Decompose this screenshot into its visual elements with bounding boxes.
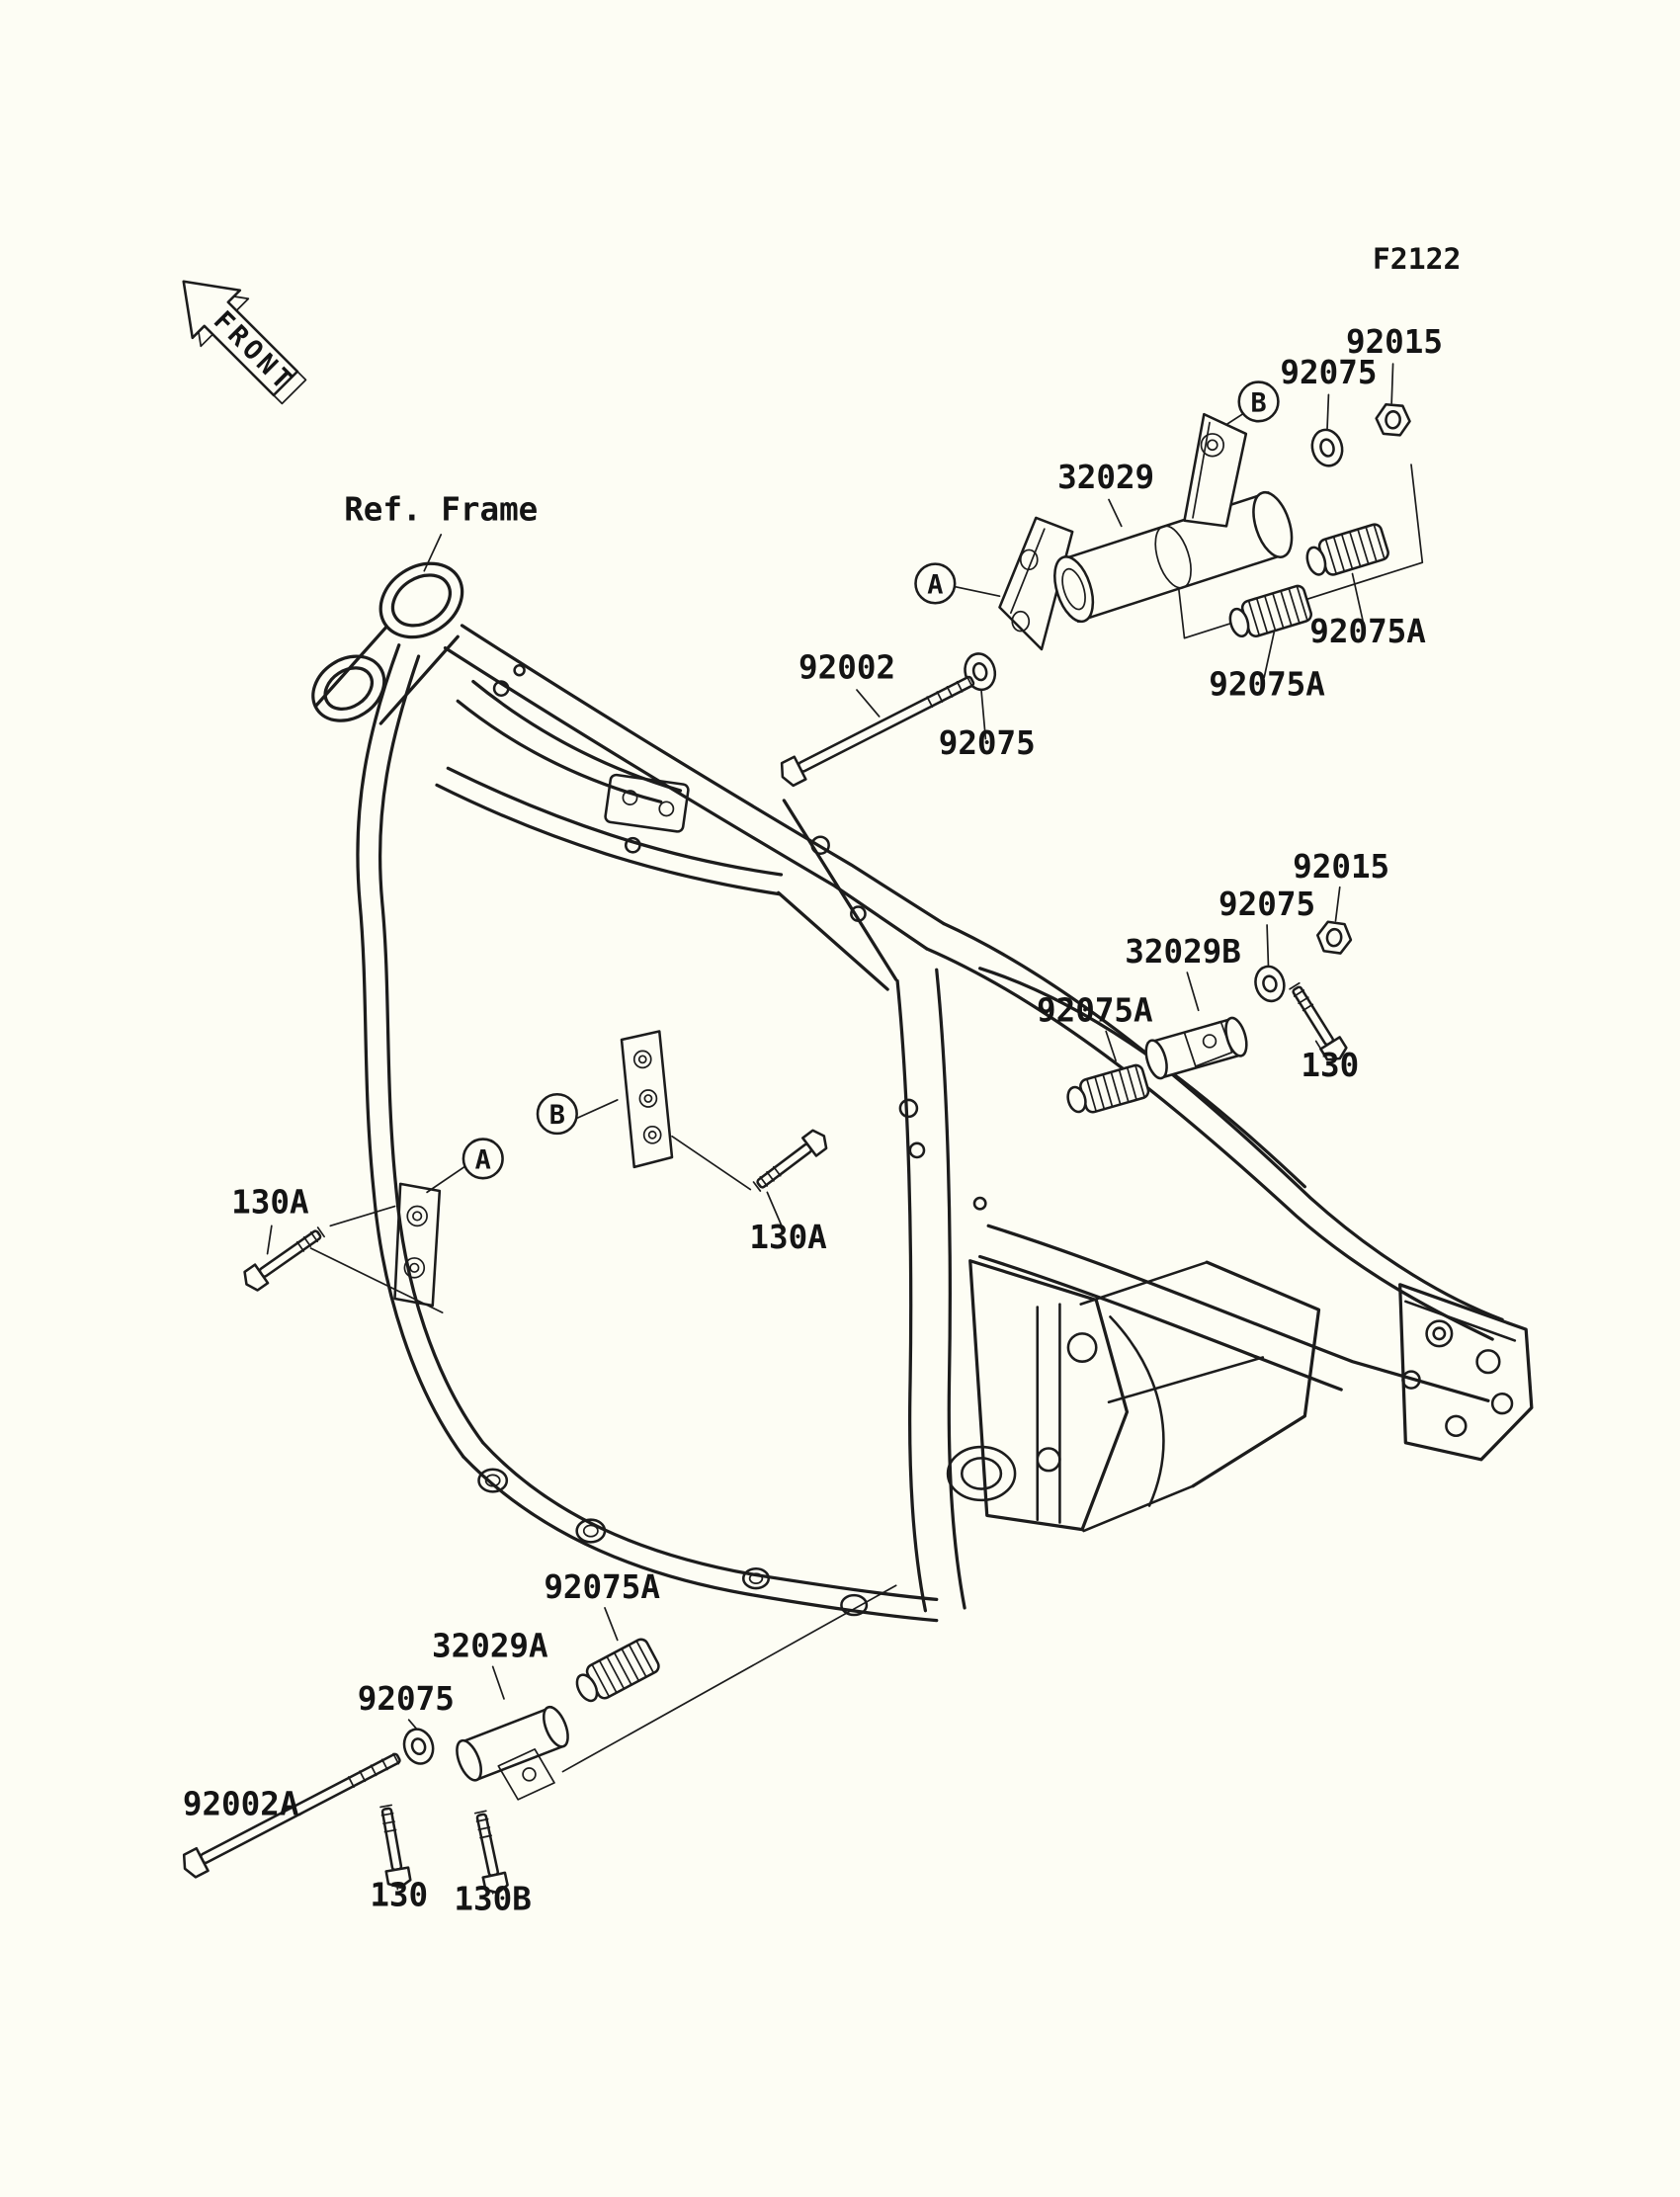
callout-a-frame-letter: A [475,1144,491,1175]
part-label-92002: 92002 [798,649,895,687]
part-label-92015-upper: 92015 [1346,323,1443,361]
callout-a-upper: A [914,562,957,605]
part-label-130-lower: 130 [370,1876,428,1913]
part-label-92075-upper: 92075 [1280,354,1377,391]
part-label-32029B: 32029B [1125,933,1241,971]
part-label-130-rear: 130 [1301,1047,1359,1084]
upper-engine-mount-assembly [780,402,1411,788]
splined-collar-92075A-rear [1066,1063,1150,1114]
part-label-92075A-mid: 92075A [1209,666,1325,704]
callout-b-upper: B [1237,380,1280,423]
callout-b-upper-letter: B [1250,387,1266,418]
front-arrow-label: FRONT [208,305,300,398]
bolt-92002 [780,675,975,788]
part-label-92075A-right: 92075A [1309,613,1426,650]
washer-92075-rear [1254,965,1286,1003]
part-label-92075-rear: 92075 [1218,886,1315,923]
bracket-32029B [1144,1016,1248,1080]
nut-92015-upper [1375,402,1411,437]
splined-collar-92075A-right [1305,523,1389,576]
front-lower-mount-assembly [182,1638,660,1895]
callout-a-upper-letter: A [927,569,943,600]
splined-collar-92075A-mid [1228,584,1312,637]
bolt-130B [473,1810,509,1895]
rear-upper-mount-assembly [1066,920,1353,1114]
callout-b-frame: B [536,1092,578,1136]
bolt-130A-mid [752,1129,828,1192]
figure-code: F2122 [1373,242,1462,277]
callout-b-frame-letter: B [549,1100,565,1131]
washer-92075-lower [402,1728,435,1765]
part-label-92075-mid: 92075 [939,724,1036,762]
part-label-92075A-lower: 92075A [544,1568,660,1606]
part-label-32029A: 32029A [432,1627,548,1664]
splined-collar-92075A-lower [575,1638,660,1703]
part-label-92015-rear: 92015 [1293,848,1389,886]
washer-92075-upper [1310,428,1344,467]
bracket-32029 [998,412,1294,651]
part-label-130A-left: 130A [231,1184,309,1222]
bolt-92002A [182,1752,401,1879]
nut-92015-rear [1315,920,1353,955]
part-label-92002A: 92002A [183,1785,299,1822]
part-label-92075A-rear: 92075A [1037,992,1153,1030]
callout-a-frame: A [462,1138,504,1180]
part-label-32029: 32029 [1057,459,1154,496]
ref-frame-label: Ref. Frame [344,491,538,529]
part-label-92075-lower: 92075 [358,1680,455,1718]
bolt-130-lower [379,1804,412,1889]
part-label-130B: 130B [454,1881,531,1918]
bolt-130-rear [1289,981,1348,1061]
bolt-130A-left [243,1226,325,1292]
bracket-32029A [456,1705,569,1801]
front-arrow: FRONT [182,280,307,405]
part-label-130A-mid: 130A [749,1219,827,1256]
